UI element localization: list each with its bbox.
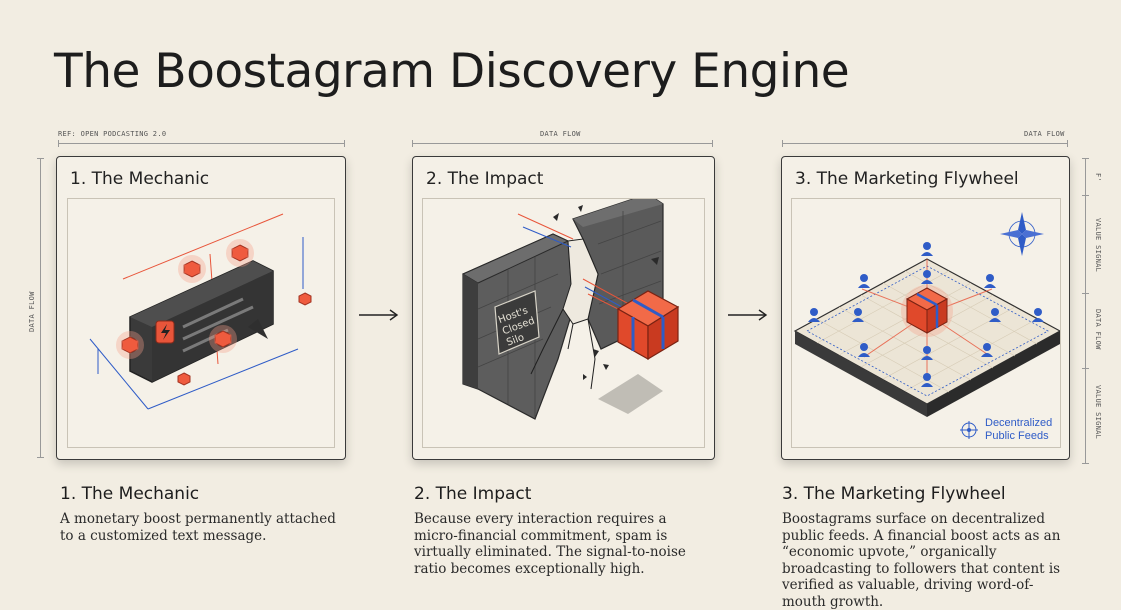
dim-tick	[412, 140, 413, 147]
follower-icons	[808, 242, 1044, 387]
right-value-signal-label: VALUE SIGNAL	[1094, 218, 1102, 273]
arrow-right-icon	[728, 309, 768, 321]
vdim-line-left	[40, 158, 41, 458]
panel-flywheel: 3. The Marketing Flywheel	[781, 156, 1070, 460]
vdim-tick	[1082, 463, 1089, 464]
legend-label: Decentralized Public Feeds	[985, 417, 1053, 442]
dim-line-2	[412, 143, 713, 144]
dim-tick	[1067, 140, 1068, 147]
broken-wall-illustration: Host's Closed Silo	[461, 193, 680, 420]
arrow-right-icon	[359, 309, 399, 321]
dim-tick	[58, 140, 59, 147]
vdim-tick	[1082, 158, 1089, 159]
caption-body: Boostagrams surface on decentralized pub…	[782, 511, 1061, 610]
panel-mechanic: 1. The Mechanic	[56, 156, 346, 460]
dim-tick	[712, 140, 713, 147]
vdim-tick	[37, 158, 44, 159]
page-title: The Boostagram Discovery Engine	[54, 44, 850, 99]
caption-heading: 2. The Impact	[414, 484, 532, 504]
compass-icon	[1000, 212, 1044, 256]
panel-title: 1. The Mechanic	[70, 169, 210, 189]
panel-title: 3. The Marketing Flywheel	[795, 169, 1019, 189]
panel-impact: 2. The Impact	[412, 156, 715, 460]
boostagram-message-illustration	[89, 213, 312, 410]
data-flow-label: DATA FLOW	[540, 130, 581, 138]
panel-illustration-frame	[67, 198, 335, 448]
panel-illustration-frame: Decentralized Public Feeds	[791, 198, 1062, 448]
dim-tick	[344, 140, 345, 147]
right-value-signal-label: VALUE SIGNAL	[1094, 385, 1102, 440]
right-f-label: F'	[1094, 173, 1102, 183]
ref-label: REF: OPEN PODCASTING 2.0	[58, 130, 167, 138]
vdim-line-right	[1085, 158, 1086, 464]
dim-line-1	[58, 143, 345, 144]
right-data-flow-label: DATA FLOW	[1094, 309, 1102, 350]
caption-body: Because every interaction requires a mic…	[414, 511, 686, 577]
panel-illustration-frame: Host's Closed Silo	[422, 193, 705, 448]
dim-line-3	[782, 143, 1068, 144]
caption-heading: 1. The Mechanic	[60, 484, 200, 504]
vdim-tick	[1082, 293, 1089, 294]
caption-body: A monetary boost permanently attached to…	[60, 511, 336, 544]
vdim-tick	[37, 457, 44, 458]
network-grid-illustration	[793, 212, 1062, 439]
network-node-icon	[960, 421, 978, 439]
panel-title: 2. The Impact	[426, 169, 544, 189]
boost-cube	[901, 285, 953, 337]
caption-heading: 3. The Marketing Flywheel	[782, 484, 1006, 504]
vdim-tick	[1082, 195, 1089, 196]
data-flow-label: DATA FLOW	[1024, 130, 1065, 138]
dim-tick	[782, 140, 783, 147]
vdim-tick	[1082, 368, 1089, 369]
data-flow-left-label: DATA FLOW	[28, 291, 36, 332]
